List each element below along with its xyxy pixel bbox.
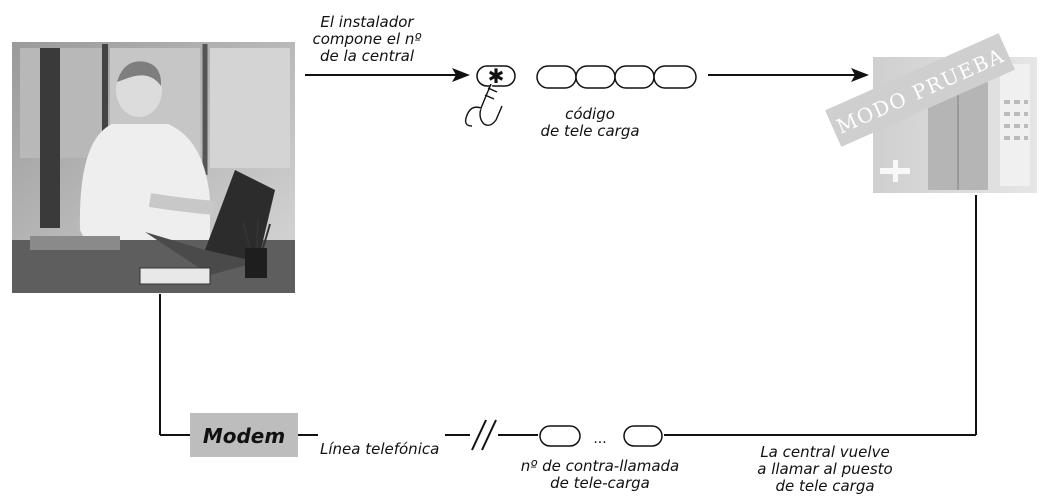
finger-press-icon — [464, 83, 503, 127]
phone-line-label: Línea telefónica — [320, 441, 455, 458]
svg-text:✱: ✱ — [488, 64, 505, 88]
code-key-4 — [653, 65, 697, 89]
callback-ellipsis: ... — [593, 431, 606, 447]
installer-photo — [12, 42, 295, 293]
download-code-label: código de tele carga — [525, 106, 655, 140]
code-key-2 — [575, 65, 616, 89]
callback-keys — [539, 425, 663, 447]
callback-key-first — [539, 425, 581, 447]
installer-dials-line-2: compone el nº — [312, 30, 422, 48]
arrowheads — [452, 68, 869, 82]
code-key-1 — [536, 65, 577, 89]
connection-lines — [159, 74, 977, 451]
central-calls-back-line-1: La central vuelve — [760, 443, 890, 461]
code-keys — [536, 65, 697, 89]
installer-dials-label: El instalador compone el nº de la centra… — [292, 14, 442, 65]
download-code-line-1: código — [565, 105, 615, 123]
callback-number-line-2: de tele-carga — [550, 474, 650, 492]
modem-box: Modem — [190, 413, 298, 457]
central-calls-back-line-2: a llamar al puesto — [757, 460, 893, 478]
installer-dials-line-1: El instalador — [320, 13, 414, 31]
code-key-3 — [614, 65, 655, 89]
central-calls-back-label: La central vuelve a llamar al puesto de … — [735, 444, 915, 495]
download-code-line-2: de tele carga — [540, 122, 640, 140]
central-calls-back-line-3: de tele carga — [775, 477, 875, 495]
test-mode-badge-bg — [825, 33, 1015, 147]
phone-line-text: Línea telefónica — [320, 440, 440, 458]
callback-number-label: nº de contra-llamada de tele-carga — [505, 458, 695, 492]
modem-label: Modem — [203, 424, 285, 448]
star-key-icon: ✱ — [476, 64, 516, 88]
callback-key-last — [623, 425, 663, 447]
installer-dials-line-3: de la central — [319, 47, 415, 65]
callback-number-line-1: nº de contra-llamada — [520, 457, 680, 475]
